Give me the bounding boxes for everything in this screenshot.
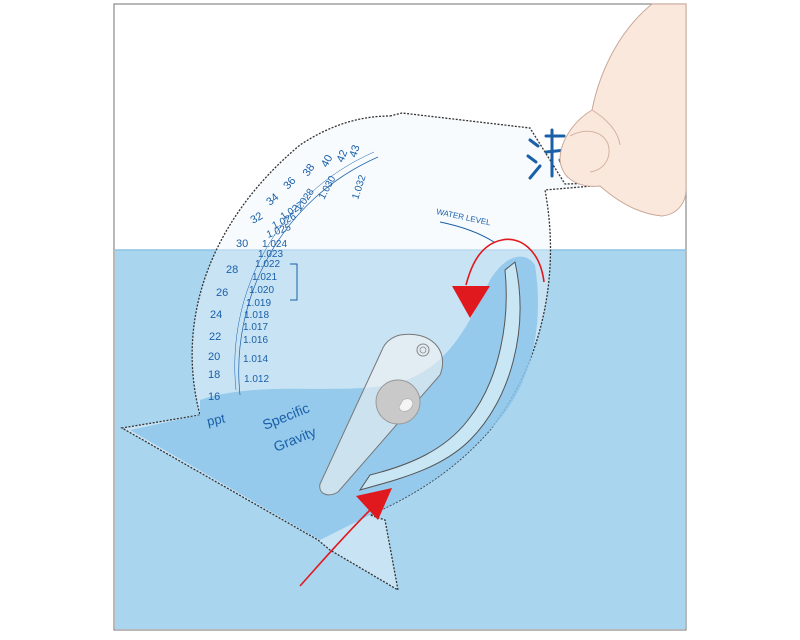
sg-tick: 1.016 [243, 335, 268, 346]
ppt-tick: 26 [216, 287, 228, 299]
inner-channel [358, 261, 521, 491]
sg-tick: 1.020 [249, 285, 274, 296]
pivot-pin [416, 343, 430, 357]
range-bracket [290, 263, 298, 301]
sg-tick: 1.018 [244, 310, 269, 321]
hydrometer-water-inside [130, 256, 538, 540]
ppt-unit-label: ppt [206, 410, 227, 429]
ppt-tick: 28 [226, 264, 238, 276]
ppt-tick: 43 [347, 144, 362, 159]
ppt-tick: 16 [208, 391, 220, 403]
ppt-tick: 24 [210, 309, 222, 321]
sg-tick: 1.012 [244, 374, 269, 385]
ppt-scale-arc [238, 156, 379, 396]
sg-tick: 1.014 [243, 354, 268, 365]
flow-arrow-icon [452, 238, 545, 318]
sg-tick: 1.017 [243, 322, 268, 333]
ppt-tick: 32 [249, 210, 266, 227]
ppt-tick: 40 [319, 153, 335, 169]
sg-tick: 1.023 [258, 249, 283, 260]
sg-tick: 1.022 [255, 259, 280, 270]
finger-icon [559, 3, 687, 217]
flow-arrow-icon [299, 488, 392, 587]
ppt-tick: 20 [208, 351, 220, 363]
ppt-tick: 22 [209, 331, 221, 343]
sg-scale-arc [234, 151, 375, 391]
sg-tick: 1.024 [262, 239, 287, 250]
pivot-pin-inner [419, 346, 427, 354]
sg-scale: 1.012 1.014 1.016 1.017 1.018 1.019 1.02… [243, 173, 369, 385]
sg-tick: 1.019 [246, 298, 271, 309]
sg-tick: 1.021 [252, 272, 277, 283]
ppt-tick: 38 [301, 162, 318, 179]
pointer-weight-notch [398, 398, 414, 412]
ppt-tick: 30 [236, 238, 248, 250]
pointer-weight [375, 379, 421, 425]
ppt-tick: 18 [208, 369, 220, 381]
ppt-tick: 42 [335, 148, 351, 164]
water-level-line [439, 221, 495, 243]
